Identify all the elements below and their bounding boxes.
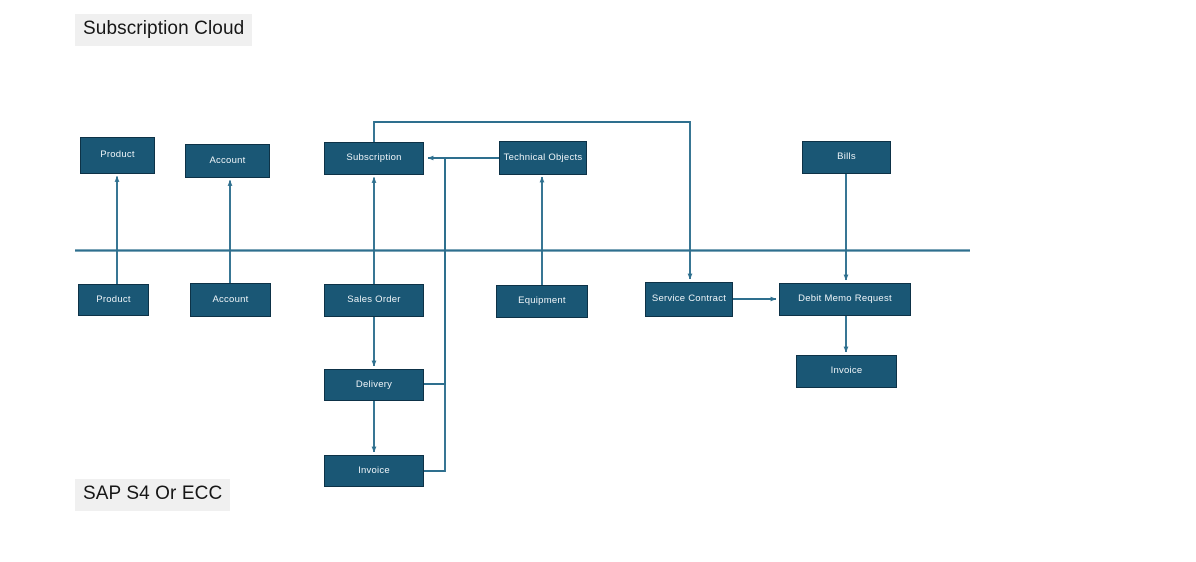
node-account-sap[interactable]: Account — [190, 283, 271, 317]
node-label: Invoice — [830, 365, 863, 377]
node-equipment[interactable]: Equipment — [496, 285, 588, 318]
node-delivery[interactable]: Delivery — [324, 369, 424, 401]
node-label: Bills — [837, 151, 856, 163]
node-subscription[interactable]: Subscription — [324, 142, 424, 175]
node-label: Equipment — [518, 295, 566, 307]
node-label: Product — [96, 293, 131, 305]
node-account-cloud[interactable]: Account — [185, 144, 270, 178]
node-product-sap[interactable]: Product — [78, 284, 149, 316]
lane-label-sap-s4-or-ecc: SAP S4 Or ECC — [75, 479, 231, 511]
connector-invoice-left-to-subscription — [424, 158, 446, 472]
node-bills[interactable]: Bills — [802, 141, 891, 174]
lane-label-subscription-cloud: Subscription Cloud — [75, 14, 253, 46]
node-service-contract[interactable]: Service Contract — [645, 282, 733, 317]
node-label: Debit Memo Request — [798, 293, 892, 305]
node-technical-objects[interactable]: Technical Objects — [499, 141, 587, 175]
node-sales-order[interactable]: Sales Order — [324, 284, 424, 317]
node-label: Technical Objects — [503, 151, 583, 163]
node-label: Subscription — [346, 152, 402, 164]
node-debit-memo-request[interactable]: Debit Memo Request — [779, 283, 911, 316]
node-label: Delivery — [355, 378, 393, 390]
node-label: Service Contract — [651, 293, 727, 305]
node-label: Product — [100, 149, 135, 161]
node-invoice-right[interactable]: Invoice — [796, 355, 897, 388]
node-label: Account — [212, 293, 249, 305]
node-label: Invoice — [358, 464, 390, 476]
node-product-cloud[interactable]: Product — [80, 137, 155, 174]
node-label: Account — [209, 154, 246, 166]
connector-delivery-to-subscription — [424, 158, 446, 385]
node-label: Sales Order — [347, 294, 401, 306]
node-invoice-left[interactable]: Invoice — [324, 455, 424, 487]
